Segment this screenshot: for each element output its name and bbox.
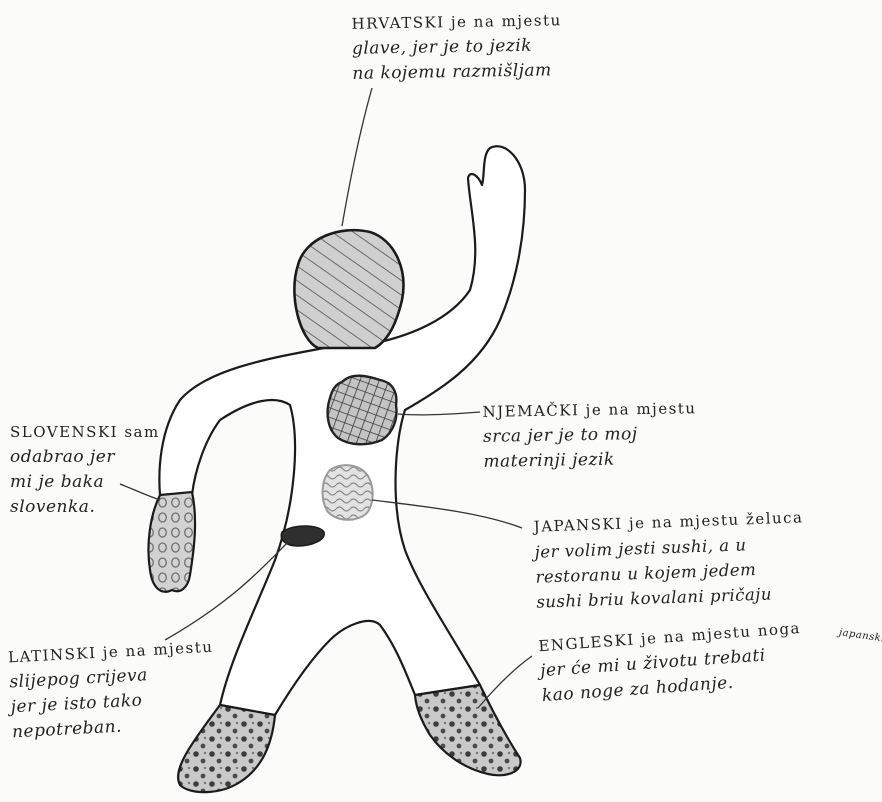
german-note-line: materinji jezik bbox=[483, 446, 697, 475]
right-foot-dots bbox=[415, 685, 521, 775]
croatian-note-line: glave, jer je to jezik bbox=[352, 33, 563, 62]
croatian-note-line: HRVATSKI je na mjestu bbox=[351, 8, 562, 37]
german-note: NJEMAČKI je na mjestu srca jer je to moj… bbox=[482, 396, 697, 475]
slovenian-note: SLOVENSKI sam odabrao jer mi je baka slo… bbox=[10, 420, 160, 520]
croatian-note: HRVATSKI je na mjestu glave, jer je to j… bbox=[351, 8, 562, 87]
head-hatched bbox=[294, 230, 403, 348]
german-note-line: NJEMAČKI je na mjestu bbox=[482, 396, 696, 425]
stomach-waves bbox=[323, 465, 373, 520]
heart-connector bbox=[398, 412, 480, 415]
slovenian-note-line: mi je baka bbox=[10, 470, 160, 495]
german-note-line: srca jer je to moj bbox=[483, 421, 697, 450]
slovenian-note-line: SLOVENSKI sam bbox=[10, 420, 160, 445]
croatian-note-line: na kojemu razmišljam bbox=[352, 58, 563, 87]
japanese-note: JAPANSKI je na mjestu želuca jer volim j… bbox=[533, 505, 806, 614]
slovenian-note-line: odabrao jer bbox=[10, 445, 160, 470]
latin-note: LATINSKI je na mjestu slijepog crijeva j… bbox=[8, 635, 218, 746]
head-connector bbox=[342, 88, 372, 226]
heart-grid bbox=[328, 376, 397, 445]
slovenian-note-line: slovenka. bbox=[10, 495, 160, 520]
